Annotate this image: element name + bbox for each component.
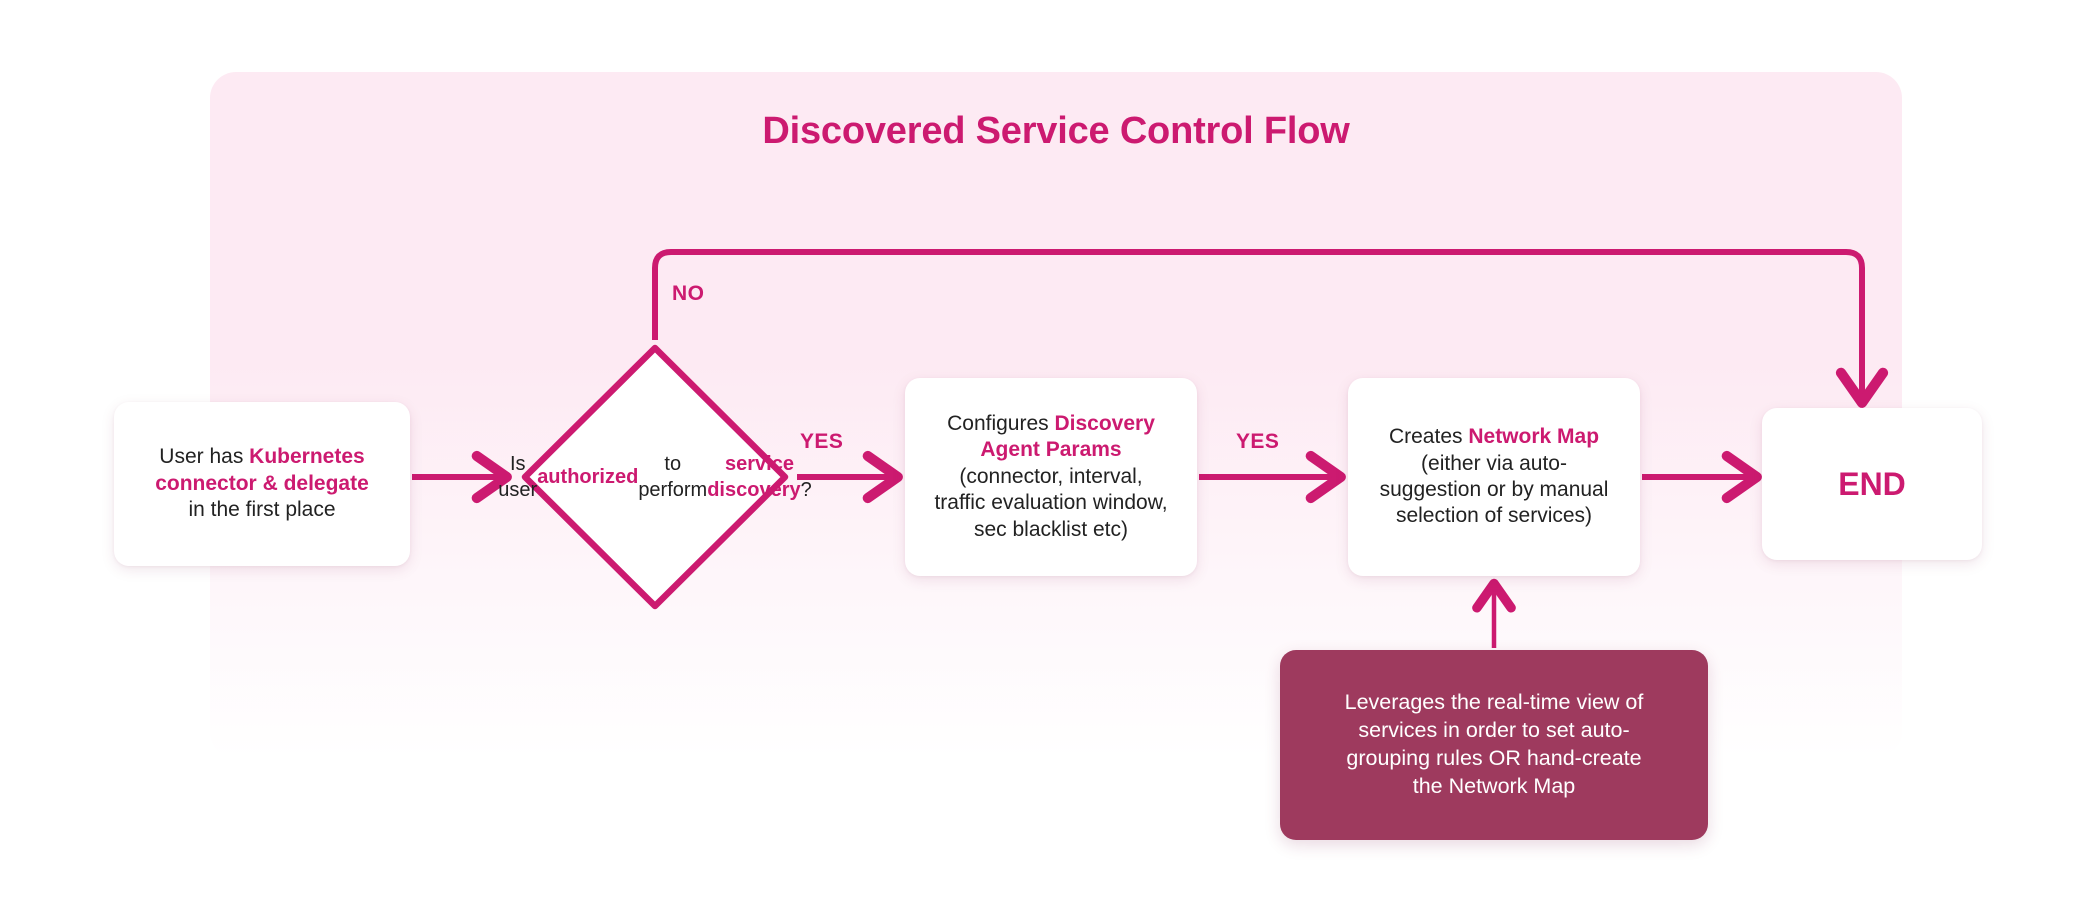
diamond-shape [521, 344, 789, 610]
end-box-label: END [1838, 465, 1906, 502]
edge-label-yes-1: YES [800, 430, 844, 453]
end-box[interactable]: END [1762, 408, 1982, 560]
edge-label-yes-2: YES [1236, 430, 1280, 453]
network-map-text: Creates Network Map(either via auto-sugg… [1379, 425, 1609, 528]
page-title: Discovered Service Control Flow [762, 110, 1350, 152]
network-map-box[interactable]: Creates Network Map(either via auto-sugg… [1348, 378, 1640, 576]
edge-label-no: NO [672, 282, 705, 305]
